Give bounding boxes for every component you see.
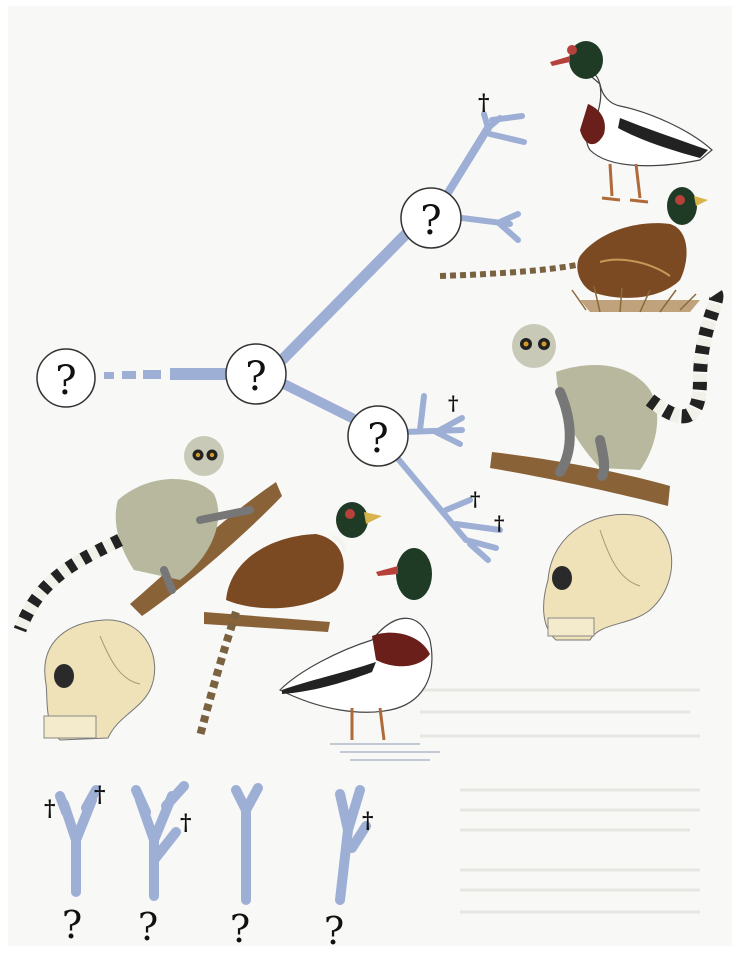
extinct-cross-human-2: † — [494, 511, 504, 535]
root-dash-1 — [104, 372, 114, 379]
root-stem — [170, 368, 226, 380]
node-common-label: ? — [245, 354, 266, 400]
small-tree-3-label: ? — [230, 907, 250, 951]
node-common-ancestor: ? — [226, 344, 286, 404]
node-bird-ancestor: ? — [401, 188, 461, 248]
small-tree-1-cross-left: † — [44, 796, 56, 822]
node-root: ? — [37, 349, 95, 407]
small-tree-1-label: ? — [62, 903, 82, 947]
node-primate-label: ? — [367, 416, 388, 462]
node-root-label: ? — [55, 358, 76, 404]
node-bird-label: ? — [420, 198, 441, 244]
node-primate-ancestor: ? — [348, 406, 408, 466]
root-dash-2 — [122, 371, 136, 379]
small-tree-2-cross: † — [180, 810, 192, 836]
small-tree-2-label: ? — [138, 905, 158, 949]
extinct-cross-human-1: † — [470, 487, 480, 511]
extinct-cross-lemur: † — [448, 391, 458, 415]
small-tree-4-cross: † — [362, 808, 374, 834]
extinct-cross-top: † — [478, 90, 490, 116]
root-dash-3 — [143, 370, 161, 379]
small-tree-4-label: ? — [324, 909, 344, 953]
small-tree-1-cross-right: † — [94, 782, 106, 808]
